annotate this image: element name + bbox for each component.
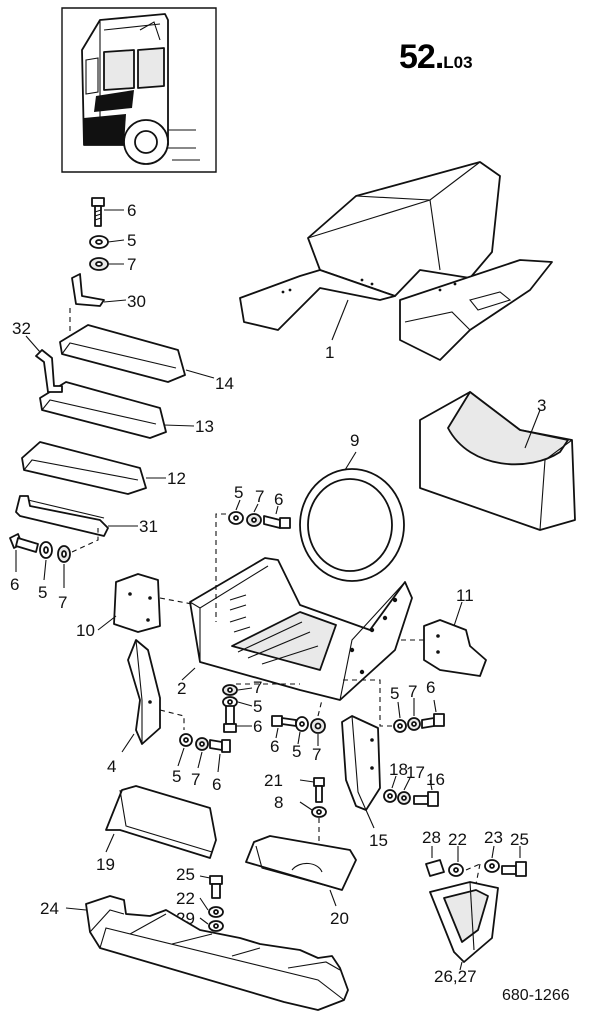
part-19-plate [105,785,217,859]
label-24: 24 [40,899,59,918]
label-6e: 6 [212,775,221,794]
label-15: 15 [369,831,388,850]
label-12: 12 [167,469,186,488]
fastener-stack-lower-middle [199,875,224,932]
label-5a: 5 [127,231,136,250]
label-6c: 6 [274,490,283,509]
label-21: 21 [264,771,283,790]
label-5c: 5 [234,483,243,502]
label-7d: 7 [253,678,262,697]
label-2: 2 [177,679,186,698]
label-3: 3 [537,396,546,415]
part-26-27-bracket [429,881,499,971]
page-number: 52.L03 [399,38,473,77]
label-6g: 6 [426,678,435,697]
part-9-ring [299,451,405,582]
page-number-suffix: L03 [443,53,473,72]
label-18: 18 [389,760,408,779]
label-7e: 7 [191,770,200,789]
part-31-bracket [15,495,138,537]
label-7b: 7 [58,593,67,612]
label-17: 17 [406,763,425,782]
label-25b: 25 [176,865,195,884]
label-5f: 5 [292,742,301,761]
fastener-stack-lower-left [177,733,231,773]
label-26-27: 26,27 [434,967,477,986]
part-15-bracket [341,715,381,829]
part-11-bracket [398,601,487,677]
fastener-stack-top-middle [215,499,291,622]
label-1: 1 [325,343,334,362]
part-14-step [59,324,215,383]
part-4-bracket [121,639,185,753]
label-9: 9 [350,431,359,450]
part-3-cover [419,391,576,531]
fastener-stack-middle [271,699,326,746]
drawing-code: 680-1266 [502,987,570,1004]
label-22a: 22 [448,830,467,849]
label-7c: 7 [255,487,264,506]
label-7f: 7 [312,745,321,764]
label-7g: 7 [408,682,417,701]
part-1-engine-cover [239,161,553,361]
fastener-stack-right [340,679,445,733]
fastener-stack-center [222,683,300,733]
label-25a: 25 [510,830,529,849]
part-13-step [39,381,195,439]
label-5d: 5 [253,697,262,716]
label-32: 32 [12,319,31,338]
label-30: 30 [127,292,146,311]
label-28: 28 [422,828,441,847]
label-6f: 6 [270,737,279,756]
label-22b: 22 [176,889,195,908]
label-8: 8 [274,793,283,812]
label-23: 23 [484,828,503,847]
label-5g: 5 [390,684,399,703]
fastener-stack-18-17-16 [383,775,439,807]
page-number-main: 52. [399,38,444,76]
truck-cab-inset [61,7,217,173]
label-11: 11 [456,586,474,605]
part-30-clip-with-fasteners [69,197,127,336]
fastener-stack-21-8 [299,777,327,880]
label-20: 20 [330,909,349,928]
label-4: 4 [107,757,116,776]
part-32-bracket [25,335,63,393]
part-20-plate [245,835,357,907]
label-19: 19 [96,855,115,874]
label-31: 31 [139,517,158,536]
part-2-mounting-frame [181,557,413,701]
label-16: 16 [426,770,445,789]
fastener-stack-left [9,528,99,588]
label-10: 10 [76,621,95,640]
label-5e: 5 [172,767,181,786]
fastener-stack-right-lower [425,845,527,885]
label-6a: 6 [127,201,136,220]
part-12-step [21,441,166,495]
part-24-lower-panel [65,895,349,1011]
label-6d: 6 [253,717,262,736]
part-10-bracket [97,573,193,633]
label-5b: 5 [38,583,47,602]
label-7a: 7 [127,255,136,274]
label-13: 13 [195,417,214,436]
label-14: 14 [215,374,234,393]
label-6b: 6 [10,575,19,594]
